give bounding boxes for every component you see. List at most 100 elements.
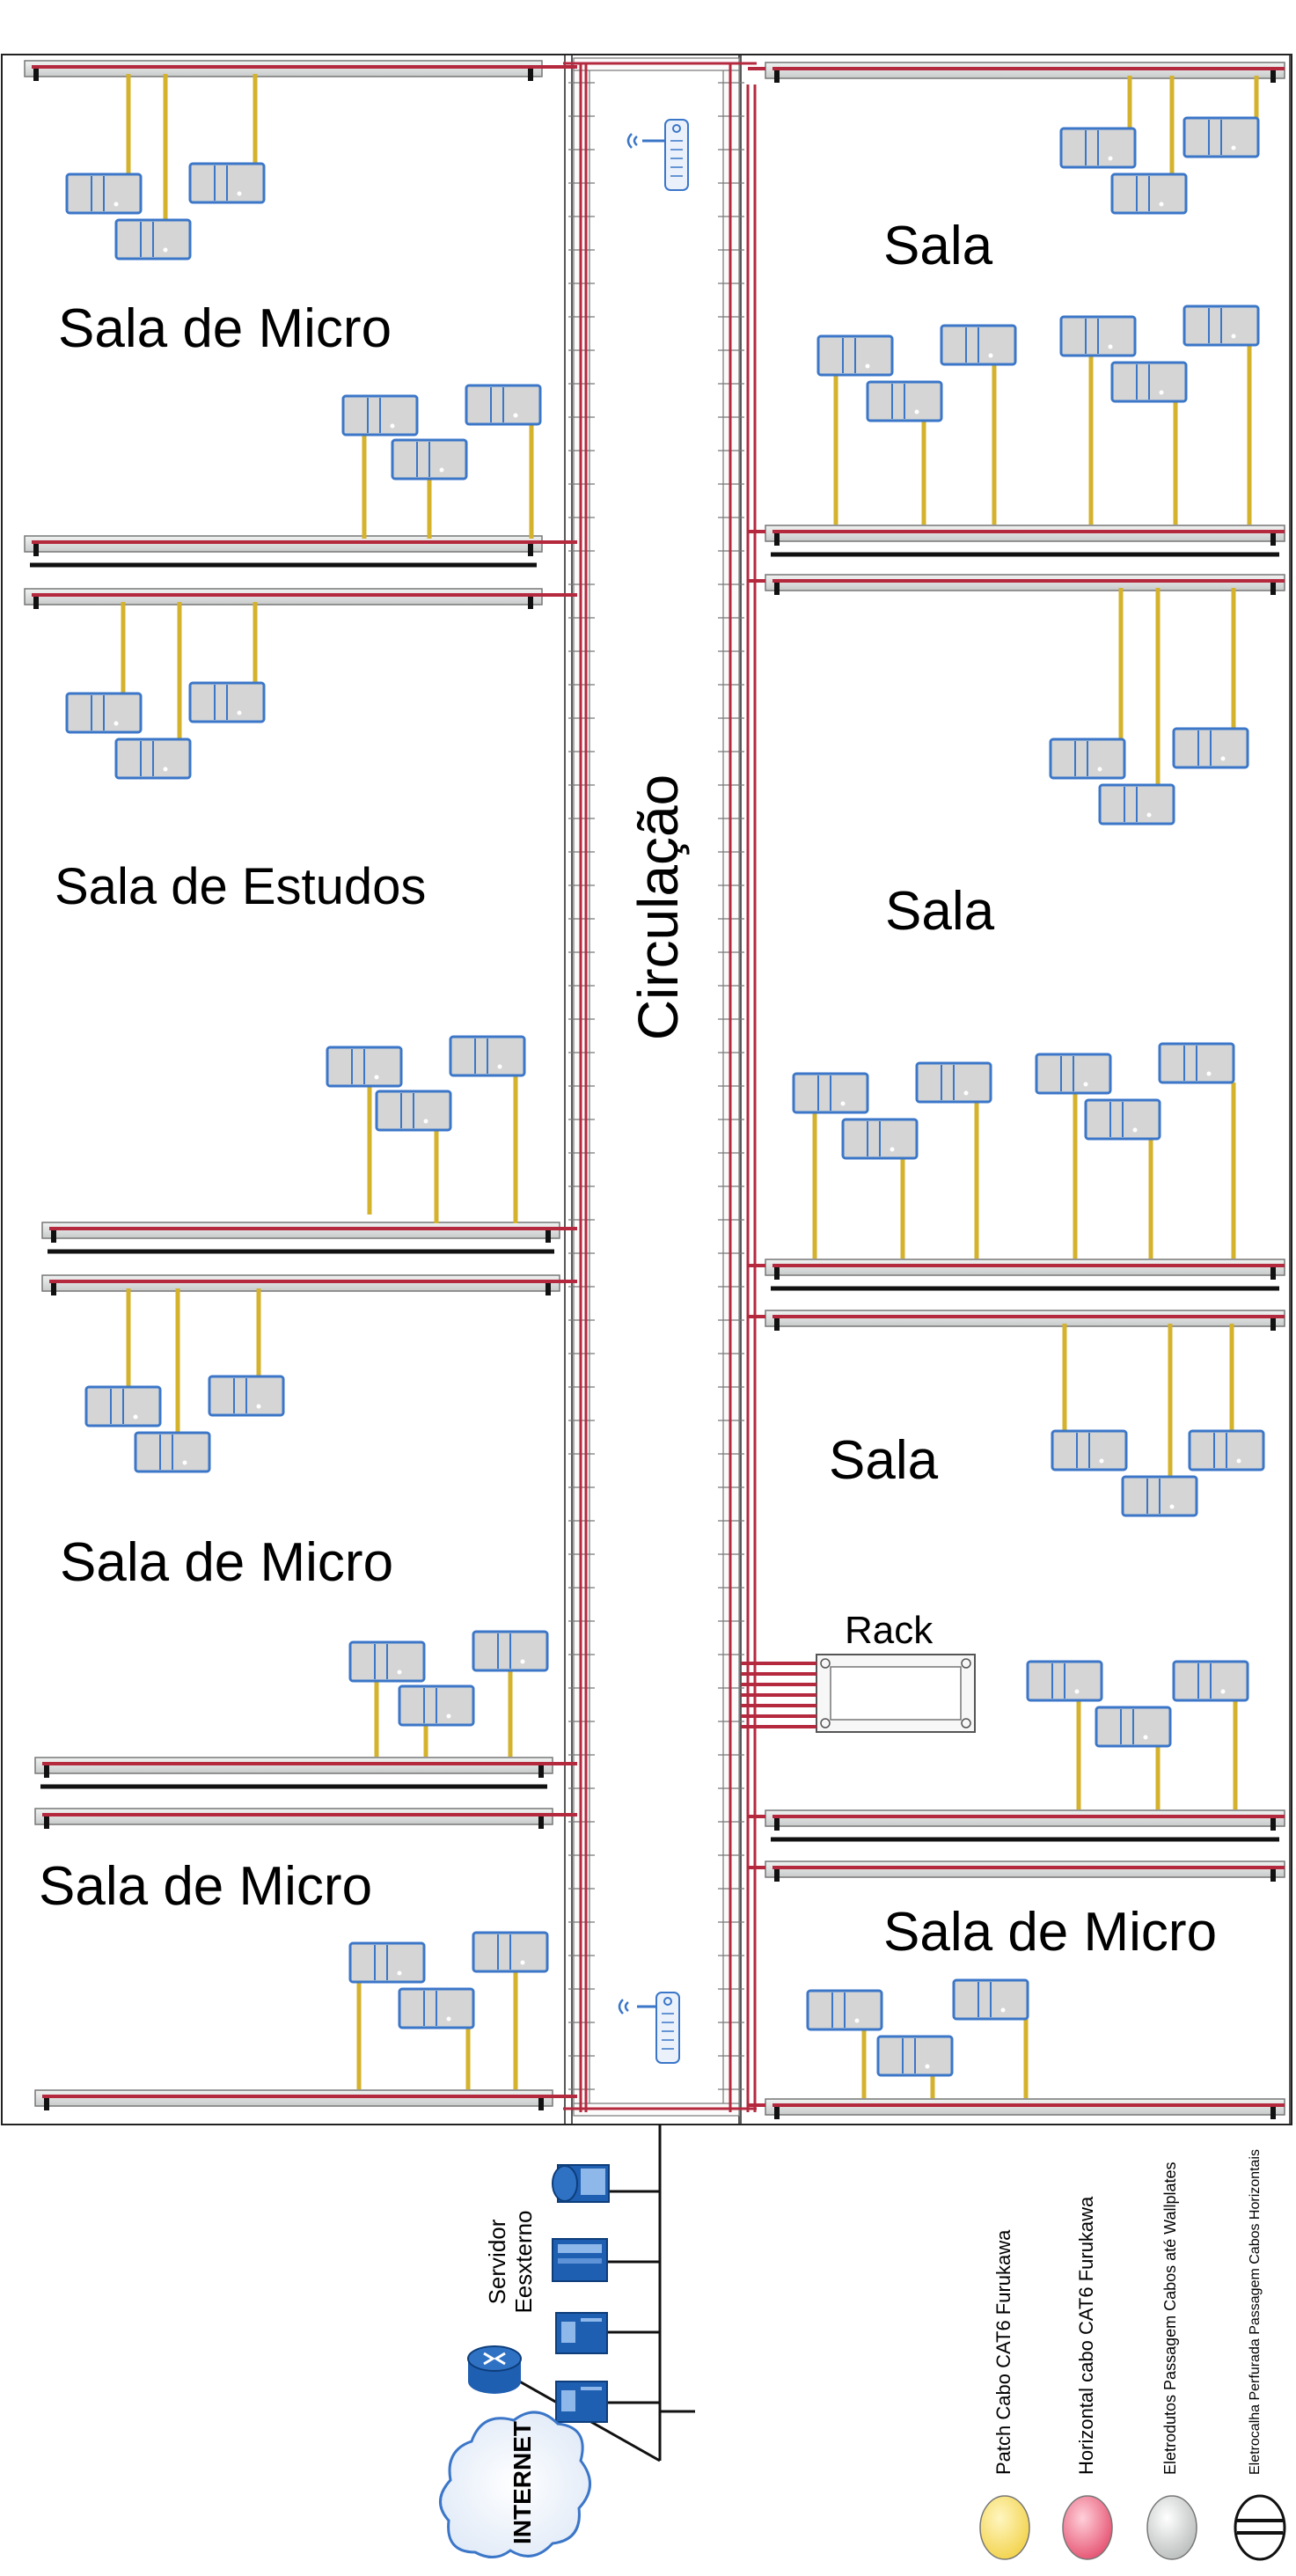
- workstation: [1110, 361, 1188, 403]
- legend-tray-swatch: [1234, 2494, 1286, 2561]
- server-label-line2: Eesxterno: [510, 2210, 537, 2314]
- workstation: [952, 1978, 1029, 2021]
- workstation: [188, 162, 266, 204]
- workstation: [806, 1989, 883, 2031]
- workstation: [84, 1385, 162, 1427]
- workstation: [1049, 738, 1126, 780]
- left-wing-outline: [1, 54, 566, 2125]
- workstation: [792, 1072, 869, 1114]
- rack-cabinet: [816, 1654, 976, 1733]
- cable-tray: [24, 60, 543, 81]
- legend-label-conduit: Eletrodutos Passagem Cabos até Wallplate…: [1161, 2161, 1179, 2475]
- router-icon: [467, 2345, 522, 2394]
- workstation: [326, 1046, 403, 1088]
- workstation: [1172, 727, 1249, 769]
- workstation: [1084, 1098, 1161, 1141]
- room-label-left-1: Sala de Micro: [58, 298, 392, 359]
- workstation: [1172, 1660, 1249, 1702]
- cable-tray: [765, 62, 1285, 83]
- wireless-access-point-top-icon: [626, 119, 689, 191]
- workstation: [449, 1035, 526, 1077]
- cable-tray: [34, 2089, 553, 2110]
- legend-label-patch: Patch Cabo CAT6 Furukawa: [992, 2229, 1014, 2475]
- room-label-left-2: Sala de Estudos: [55, 858, 427, 915]
- workstation: [1183, 116, 1260, 158]
- legend-horizontal-swatch: [1062, 2495, 1113, 2560]
- workstation: [1110, 172, 1188, 215]
- room-label-left-4: Sala de Micro: [39, 1856, 373, 1917]
- right-wing-outline: [740, 54, 1291, 2125]
- workstation: [1183, 305, 1260, 347]
- cable-tray: [765, 2098, 1285, 2119]
- cable-tray: [765, 525, 1285, 557]
- cable-tray: [765, 1310, 1285, 1331]
- workstation: [1035, 1053, 1112, 1095]
- workstation: [391, 438, 468, 481]
- workstation: [876, 2035, 954, 2077]
- workstation: [375, 1090, 452, 1132]
- workstation: [841, 1118, 919, 1160]
- workstation: [348, 1941, 426, 1984]
- legend-patch-swatch: [979, 2495, 1030, 2560]
- legend-label-horizontal: Horizontal cabo CAT6 Furukawa: [1075, 2196, 1097, 2475]
- workstation: [1095, 1706, 1172, 1748]
- server-icon-3: [555, 2312, 608, 2354]
- workstation: [1026, 1660, 1103, 1702]
- workstation: [1121, 1475, 1198, 1517]
- cable-tray: [24, 535, 543, 568]
- room-label-right-4: Sala de Micro: [883, 1902, 1218, 1963]
- workstation: [398, 1684, 475, 1727]
- corridor-label: Circulação: [626, 774, 690, 1041]
- workstation: [1051, 1429, 1128, 1471]
- corridor-outline: [571, 54, 740, 2125]
- workstation: [866, 380, 943, 422]
- workstation: [1059, 315, 1137, 357]
- legend-symbols: [979, 2494, 1286, 2561]
- internet-cloud-icon: [439, 2411, 591, 2558]
- server-label-line1: Servidor: [484, 2219, 510, 2305]
- workstation: [348, 1640, 426, 1683]
- rack-label: Rack: [845, 1609, 934, 1652]
- workstation: [1188, 1429, 1265, 1471]
- cable-tray: [41, 1274, 560, 1295]
- workstation: [65, 172, 143, 215]
- workstation: [816, 334, 894, 377]
- wireless-access-point-bottom-icon: [618, 1992, 680, 2064]
- cable-tray: [24, 588, 543, 609]
- cable-tray: [765, 1860, 1285, 1882]
- cable-tray: [765, 1259, 1285, 1291]
- workstation: [114, 218, 192, 261]
- workstation: [398, 1987, 475, 2029]
- workstation: [134, 1431, 211, 1473]
- rack-cables: [741, 1662, 816, 1728]
- workstation: [472, 1630, 549, 1672]
- room-label-right-1: Sala: [883, 216, 993, 276]
- cable-tray: [34, 1757, 553, 1789]
- room-label-right-2: Sala: [885, 881, 995, 942]
- legend-conduit-swatch: [1146, 2495, 1197, 2560]
- legend-label-tray: Eletrocalha Perfurada Passagem Cabos Hor…: [1248, 2149, 1263, 2475]
- patch-cable-group: [121, 74, 1259, 2098]
- cable-tray: [765, 574, 1285, 595]
- workstation: [940, 324, 1017, 366]
- workstation: [114, 738, 192, 780]
- horizontal-cable-group: [32, 62, 1285, 2112]
- server-icon-2: [552, 2238, 608, 2282]
- workstation: [1059, 127, 1137, 169]
- workstation: [472, 1931, 549, 1973]
- room-label-right-3: Sala: [829, 1430, 939, 1491]
- workstation: [465, 384, 542, 426]
- workstation: [341, 394, 419, 437]
- server-icon-1: [552, 2164, 610, 2203]
- workstation: [915, 1061, 992, 1104]
- workstation: [208, 1375, 285, 1417]
- workstation: [1158, 1042, 1235, 1084]
- server-icon-4: [555, 2381, 608, 2423]
- cable-tray: [41, 1222, 560, 1254]
- workstation: [188, 681, 266, 723]
- workstation-group: [65, 116, 1265, 2077]
- internet-label: INTERNET: [509, 2421, 536, 2544]
- corridor-conduit-group: [568, 57, 744, 2117]
- cable-tray: [765, 1809, 1285, 1842]
